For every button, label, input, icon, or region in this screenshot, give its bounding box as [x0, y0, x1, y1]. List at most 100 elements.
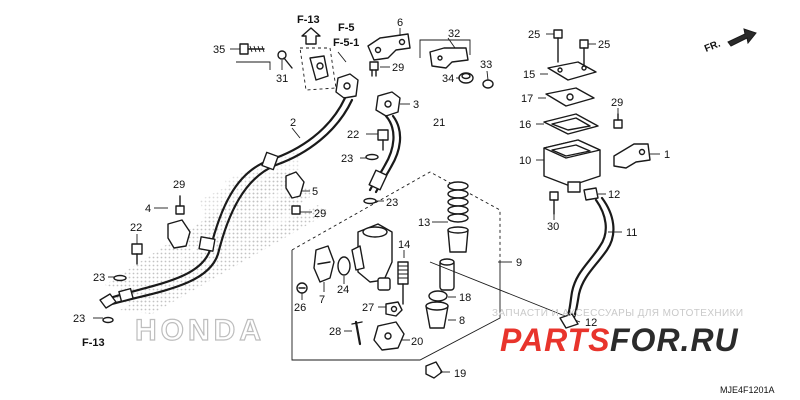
- callout-14: 14: [398, 239, 410, 251]
- callout-12-top: 12: [608, 189, 620, 201]
- screw-31: [277, 50, 293, 69]
- callout-22-top: 22: [347, 129, 359, 141]
- sealing-washer-23-left: [113, 274, 127, 282]
- callout-13: 13: [418, 217, 430, 229]
- clamp-3: [375, 91, 401, 117]
- diaphragm-16: [543, 113, 599, 135]
- boot-8: [425, 301, 449, 329]
- callout-29-right: 29: [611, 97, 623, 109]
- screw-30: [549, 191, 559, 215]
- banjo-bolt-22-top: [377, 129, 389, 151]
- callout-1: 1: [664, 149, 670, 161]
- callout-6: 6: [397, 17, 403, 29]
- callout-19: 19: [454, 368, 466, 380]
- callout-9: 9: [516, 257, 522, 269]
- site-watermark-logo-right: FOR.RU: [610, 322, 739, 358]
- bolt-25-left: [553, 29, 563, 63]
- hose-joint-top: [335, 73, 359, 99]
- bracket-1: [613, 143, 651, 169]
- bracket-6: [367, 33, 411, 61]
- honda-wing-watermark: [105, 150, 330, 314]
- hose-clip-12-top: [583, 187, 599, 201]
- callout-20: 20: [411, 336, 423, 348]
- callout-29-clip: 29: [314, 208, 326, 220]
- callout-15: 15: [523, 69, 535, 81]
- bolt-29-top: [369, 61, 379, 77]
- circlip-18: [428, 290, 448, 302]
- master-cylinder-body: [351, 223, 393, 291]
- callout-28: 28: [329, 326, 341, 338]
- front-direction-label: FR.: [703, 38, 722, 54]
- reservoir-hose-11: [564, 196, 615, 324]
- callout-23-bottom: 23: [73, 313, 85, 325]
- push-rod-14: [397, 261, 409, 305]
- screw-19: [425, 361, 443, 379]
- hose-joint-7: [313, 245, 335, 283]
- diagram-code: MJE4F1201A: [720, 385, 775, 395]
- bolt-35: [239, 43, 265, 55]
- hose-clip-4: [167, 219, 191, 249]
- callout-17: 17: [521, 93, 533, 105]
- brake-hose-center: [368, 114, 402, 194]
- callout-22-bottom: 22: [130, 222, 142, 234]
- callout-12-bottom: 12: [585, 317, 597, 329]
- callout-11: 11: [626, 227, 637, 239]
- bolt-29-right: [613, 113, 623, 129]
- callout-23-left: 23: [93, 272, 105, 284]
- callout-16: 16: [519, 119, 531, 131]
- up-arrow-icon: [301, 27, 321, 45]
- nut-27: [385, 301, 403, 317]
- joint-20: [373, 321, 405, 351]
- screw-26: [296, 282, 308, 294]
- callout-24: 24: [337, 284, 349, 296]
- callout-4: 4: [145, 203, 151, 215]
- callout-33: 33: [480, 59, 492, 71]
- bolt-29-clip: [291, 205, 301, 215]
- callout-32: 32: [448, 28, 460, 40]
- spring-13: [447, 181, 469, 223]
- callout-2: 2: [290, 117, 296, 129]
- callout-35: 35: [213, 44, 225, 56]
- pin-28: [351, 320, 363, 346]
- bolt-29-left: [175, 195, 185, 215]
- callout-30: 30: [547, 221, 559, 233]
- banjo-bolt-22-bottom: [131, 243, 143, 265]
- sealing-washer-23-bottom: [102, 316, 114, 324]
- reference-f13-top: F-13: [297, 14, 320, 26]
- reservoir-cap-15: [547, 61, 597, 81]
- grommet-34: [458, 72, 474, 84]
- callout-27: 27: [362, 302, 374, 314]
- callout-7: 7: [319, 294, 325, 306]
- sealing-washer-23-mid: [363, 197, 377, 205]
- piston-cup: [447, 226, 469, 253]
- reference-f5-1: F-5-1: [333, 37, 359, 49]
- honda-watermark-text: HONDA: [135, 314, 265, 347]
- reservoir-10: [543, 139, 601, 193]
- callout-18: 18: [459, 292, 471, 304]
- callout-10: 10: [519, 155, 531, 167]
- site-watermark-logo-left: PARTS: [500, 322, 611, 358]
- callout-25-right: 25: [598, 39, 610, 51]
- collar-33: [482, 79, 494, 89]
- reference-f5: F-5: [338, 22, 355, 34]
- callout-26: 26: [294, 302, 306, 314]
- bracket-32: [429, 47, 469, 69]
- callout-23-mid: 23: [386, 197, 398, 209]
- callout-29-left: 29: [173, 179, 185, 191]
- callout-5: 5: [312, 186, 318, 198]
- plate-17: [545, 87, 595, 107]
- callout-21: 21: [433, 117, 445, 129]
- hose-clip-12-bottom: [559, 313, 579, 329]
- callout-8: 8: [459, 315, 465, 327]
- site-watermark-caption: ЗАПЧАСТИ И АКСЕССУАРЫ ДЛЯ МОТОТЕХНИКИ: [492, 308, 743, 319]
- callout-34: 34: [442, 73, 454, 85]
- callout-31: 31: [276, 73, 288, 85]
- callout-25-left: 25: [528, 29, 540, 41]
- brake-hose-2: [99, 96, 354, 309]
- front-arrow-icon: [727, 28, 757, 47]
- callouts: 35 31 6 29 32 33 34 3 2 22 23 21 5 23 29…: [73, 17, 670, 380]
- callout-23-top: 23: [341, 153, 353, 165]
- hose-clip-5: [285, 171, 305, 199]
- callout-29-top: 29: [392, 62, 404, 74]
